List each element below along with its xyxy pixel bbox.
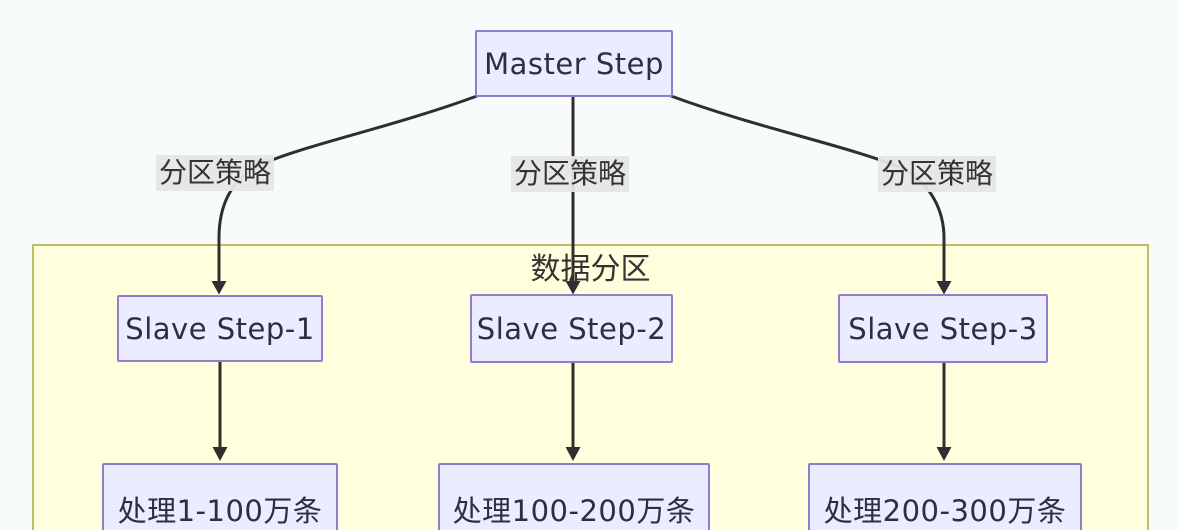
node-process-range-1: 处理1-100万条: [102, 463, 338, 530]
node-slave-step-2: Slave Step-2: [470, 294, 673, 363]
arrowhead-slave2-icon: [565, 281, 581, 295]
arrowhead-slave3-icon: [936, 281, 952, 295]
node-process-range-2: 处理100-200万条: [438, 463, 710, 530]
arrowhead-proc3-icon: [936, 447, 952, 461]
node-slave-step-3: Slave Step-3: [838, 294, 1048, 363]
arrowhead-slave1-icon: [211, 281, 227, 295]
edge-label-partition-strategy-2: 分区策略: [511, 156, 630, 192]
edge-label-partition-strategy-3: 分区策略: [878, 156, 997, 192]
arrowhead-proc2-icon: [565, 447, 581, 461]
arrowhead-proc1-icon: [212, 447, 228, 461]
node-slave-step-1: Slave Step-1: [117, 295, 323, 362]
node-process-range-3: 处理200-300万条: [808, 463, 1082, 530]
cluster-title: 数据分区: [530, 252, 651, 287]
node-master-step: Master Step: [475, 30, 673, 97]
edge-label-partition-strategy-1: 分区策略: [156, 155, 275, 191]
